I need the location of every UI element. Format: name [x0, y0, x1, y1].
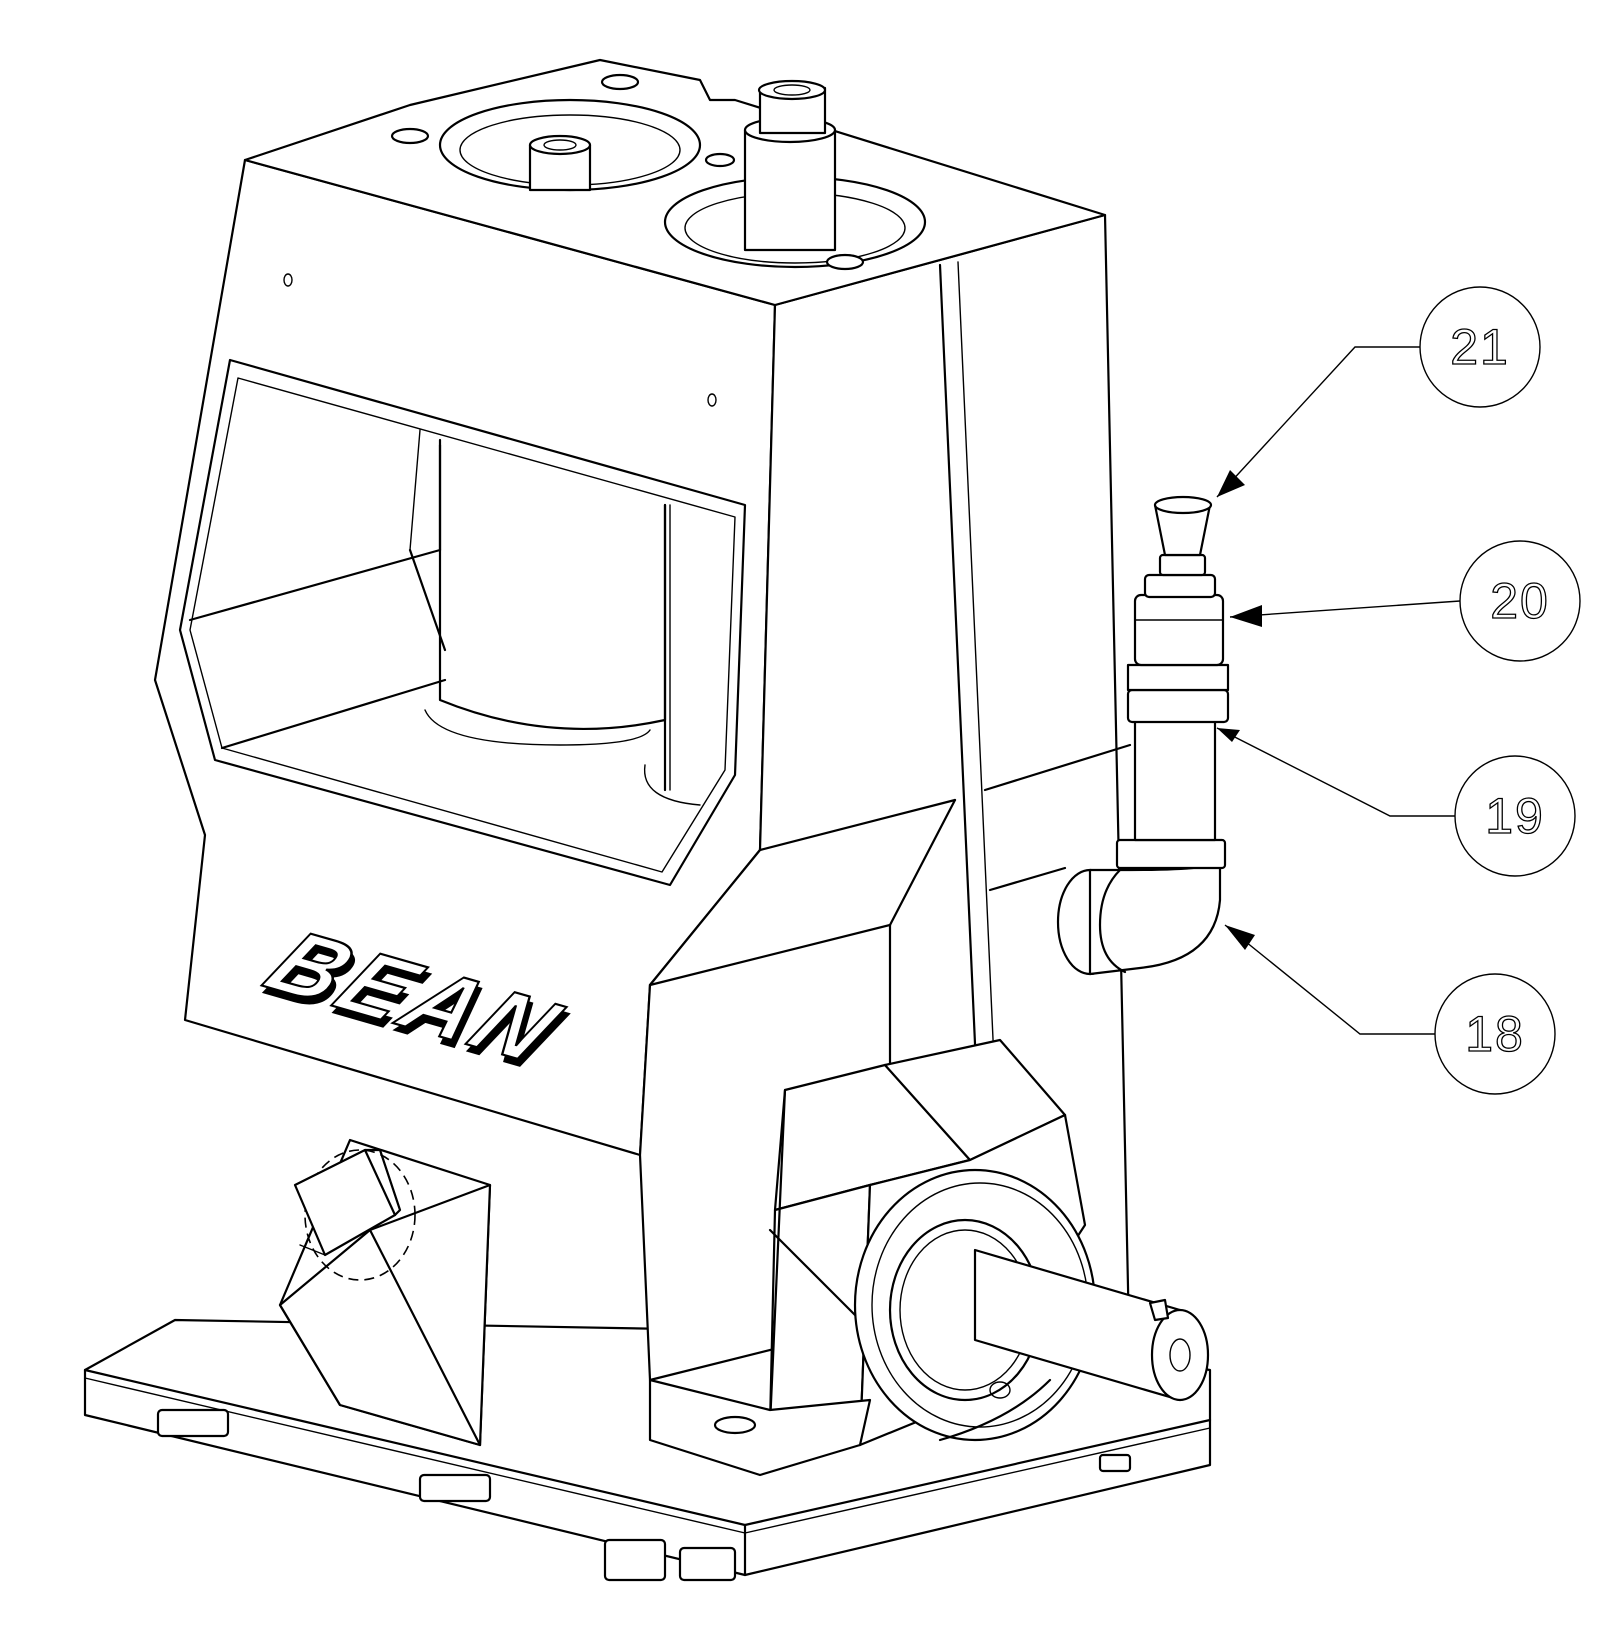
inspection-window — [178, 358, 747, 887]
pipe-nipple — [1133, 718, 1217, 842]
corner-bolt — [648, 1378, 872, 1477]
callout-18-label: 18 — [1465, 1006, 1525, 1062]
callout-18: 18 — [1224, 924, 1556, 1095]
callout-19-label: 19 — [1485, 788, 1545, 844]
callout-21-label: 21 — [1450, 319, 1510, 375]
output-shaft-assembly — [853, 1168, 1210, 1442]
housing-top-face — [243, 58, 1107, 307]
base-feet — [156, 1408, 1132, 1582]
vent-cap — [1153, 495, 1213, 557]
callout-20-label: 20 — [1490, 573, 1550, 629]
elbow-fitting — [1056, 838, 1227, 976]
mounting-holes — [283, 273, 717, 407]
coupling-fitting — [1126, 553, 1230, 724]
callout-19: 19 — [1216, 727, 1576, 877]
drain-plug-housing — [278, 1138, 492, 1447]
callout-20: 20 — [1229, 540, 1581, 662]
callout-21: 21 — [1216, 286, 1541, 498]
